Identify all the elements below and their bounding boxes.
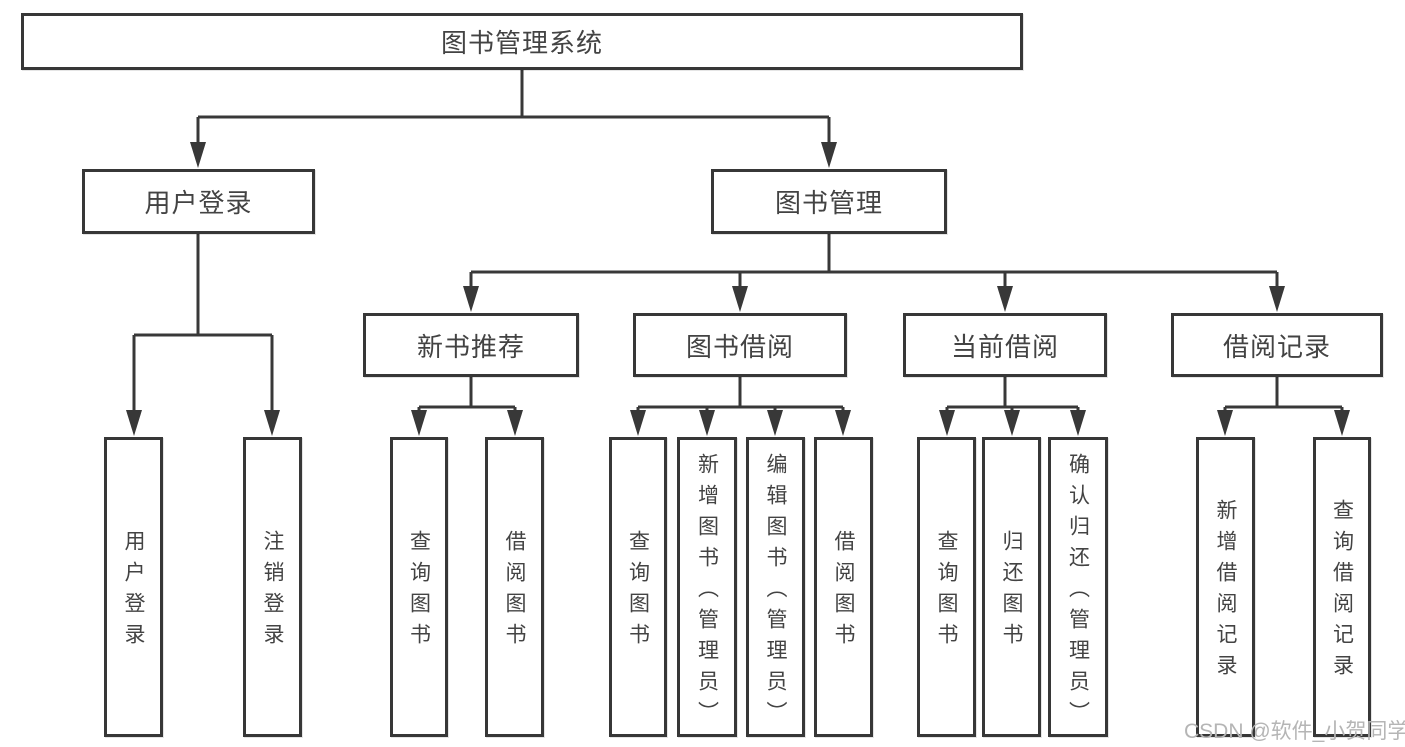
- leaf-label: 查询图书: [407, 530, 431, 654]
- leaf-label: 借阅图书: [503, 530, 526, 654]
- leaf-label: 新增图书（管理员）: [695, 452, 719, 732]
- connector-user-login-leaves: [126, 233, 280, 436]
- node-user-login: 用户登录: [82, 169, 315, 234]
- connector-root-to-level2: [190, 69, 837, 168]
- connector-book-management-to-modules: [463, 234, 1285, 312]
- leaf-label: 用户登录: [122, 530, 145, 654]
- leaf-query-books-current: 查询图书: [917, 437, 976, 737]
- leaf-query-borrow-record: 查询借阅记录: [1313, 437, 1371, 737]
- leaf-label: 新增借阅记录: [1214, 499, 1237, 685]
- leaf-user-login: 用户登录: [104, 437, 163, 737]
- connector-current-borrow-leaves: [939, 376, 1086, 436]
- node-current-borrow: 当前借阅: [903, 313, 1107, 377]
- leaf-return-books: 归还图书: [982, 437, 1041, 737]
- leaf-label: 注销登录: [261, 530, 284, 654]
- leaf-label: 查询图书: [626, 530, 650, 654]
- leaf-label: 查询借阅记录: [1330, 499, 1354, 685]
- leaf-logout: 注销登录: [243, 437, 302, 737]
- node-book-management: 图书管理: [711, 169, 947, 234]
- csdn-watermark: CSDN @软件_小贺同学: [1184, 720, 1405, 743]
- node-library-system: 图书管理系统: [21, 13, 1023, 70]
- leaf-query-books-recommend: 查询图书: [390, 437, 448, 737]
- leaf-query-books-borrow: 查询图书: [609, 437, 667, 737]
- leaf-label: 查询图书: [935, 530, 958, 654]
- connector-book-borrow-leaves: [630, 376, 851, 436]
- leaf-label: 编辑图书（管理员）: [764, 452, 787, 732]
- node-new-book-recommend: 新书推荐: [363, 313, 579, 377]
- leaf-edit-books-admin: 编辑图书（管理员）: [746, 437, 805, 737]
- leaf-borrow-books: 借阅图书: [814, 437, 873, 737]
- connector-borrow-records-leaves: [1217, 376, 1350, 436]
- leaf-add-borrow-record: 新增借阅记录: [1196, 437, 1255, 737]
- leaf-add-books-admin: 新增图书（管理员）: [677, 437, 737, 737]
- connector-new-book-recommend-leaves: [411, 376, 523, 436]
- leaf-label: 归还图书: [1000, 530, 1023, 654]
- node-book-borrow: 图书借阅: [633, 313, 847, 377]
- leaf-confirm-return-admin: 确认归还（管理员）: [1048, 437, 1108, 737]
- node-borrow-records: 借阅记录: [1171, 313, 1383, 377]
- leaf-label: 确认归还（管理员）: [1066, 452, 1090, 732]
- leaf-borrow-books-recommend: 借阅图书: [485, 437, 544, 737]
- leaf-label: 借阅图书: [832, 530, 855, 654]
